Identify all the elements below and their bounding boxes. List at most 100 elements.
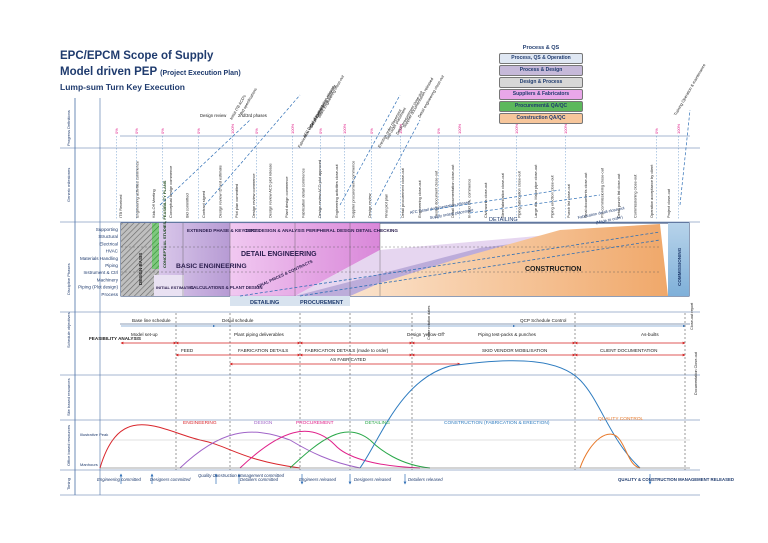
- detail-eng-area: [230, 223, 380, 296]
- phase-detail-eng: DETAIL ENGINEERING: [241, 251, 317, 258]
- phase-calc-plant: CALCULATIONS & PLANT DESIGN: [190, 285, 263, 290]
- schedule-baseline: Base line schedule: [132, 318, 171, 323]
- curve-quality: [579, 433, 641, 469]
- schedule-model-setup: Model set-up: [131, 332, 158, 337]
- milestone-label: Piping fabrication close-out: [516, 170, 521, 218]
- progress-pct: 100%: [563, 123, 568, 134]
- schedule-detail: Detail schedule: [222, 318, 254, 323]
- progress-pct: 100%: [398, 123, 403, 134]
- progress-pct: 0%: [369, 128, 374, 134]
- timing-7: Detailers released: [408, 477, 443, 482]
- curve-procurement: [239, 430, 421, 469]
- progress-pct: 100%: [676, 123, 681, 134]
- milestone-label: Plant design commence: [284, 176, 289, 218]
- milestone-label: Design document close-out: [433, 170, 438, 218]
- milestone-label: Commissioning close-out: [633, 174, 638, 218]
- milestone-label: Steel fabrication close-out: [500, 172, 505, 218]
- milestone-label: Design review ACD plot release: [267, 163, 272, 218]
- schedule-as-builts: As-builts: [641, 332, 659, 337]
- curve-design: [179, 431, 361, 469]
- phase-peripheral: PERIPHERAL DESIGN: [306, 228, 355, 233]
- phase-extended: EXTENDED PHASE & KEY DOC'S: [187, 228, 260, 233]
- schedule-skid: SKID VENDOR MOBILISATION: [482, 348, 547, 353]
- phase-basic: BASIC ENGINEERING: [176, 263, 247, 270]
- discipline-item: HVAC: [106, 249, 119, 254]
- milestone-label: Civil works close-out: [483, 182, 488, 218]
- progress-pct: 0%: [160, 128, 165, 134]
- schedule-crane: Crane rotation dates: [427, 305, 431, 340]
- progress-row: Design review 2nd/3rd phases 0%0%0%0%100…: [114, 113, 690, 220]
- progress-pct: 100%: [457, 123, 462, 134]
- phase-initial-estimates: INITIAL ESTIMATES: [156, 285, 194, 290]
- label-design: DESIGN: [254, 420, 273, 426]
- slanted-note: Basic Engineering close-out: [317, 73, 346, 118]
- guide-lines: [159, 94, 691, 214]
- milestone-label: Detail punch list close-out: [616, 173, 621, 218]
- milestone-label: Kick-Off Meeting: [151, 189, 156, 218]
- milestone-label: In-field Civ. commence: [467, 179, 472, 218]
- schedule-feed: FEED: [181, 348, 194, 353]
- milestone-label: Engineering activities close-out: [334, 163, 339, 218]
- phase-construction: CONSTRUCTION: [525, 266, 581, 273]
- milestone-label: Design review ACD plot approved: [317, 160, 322, 218]
- milestone-label: Detail procurement close-out: [400, 167, 405, 218]
- title-line2: Model driven PEP (Project Execution Plan…: [60, 66, 241, 78]
- legend: Process & QS Process, QS & Operation Pro…: [497, 44, 585, 125]
- milestone-label: Punch list close-out: [566, 183, 571, 218]
- title-line1: EPC/EPCM Scope of Supply: [60, 50, 214, 62]
- schedule-fab-mto: FABRICATION DETAILS (made to order): [305, 348, 389, 353]
- phase-design-basis: DESIGN BASIS: [138, 253, 143, 285]
- row-labels: Progress Definitions Generic milestones …: [66, 110, 108, 490]
- timing-8: QUALITY & CONSTRUCTION MANAGEMENT RELEAS…: [618, 477, 734, 482]
- milestone-label: Bid committed: [184, 193, 189, 218]
- milestone-label: Large dia. Major pipe close-out: [533, 164, 538, 218]
- legend-item: Process, QS & Operation: [499, 53, 583, 64]
- progress-pct: 0%: [114, 128, 119, 134]
- row-label-progress: Progress Definitions: [66, 110, 71, 146]
- commissioning-box: [668, 223, 689, 296]
- milestone-label: Final documents close-out: [583, 172, 588, 218]
- label-detailing: DETAILING: [365, 420, 390, 426]
- discipline-item: Piping (Plot design): [78, 285, 118, 290]
- discipline-item: Piping: [105, 263, 118, 268]
- progress-pct: 100%: [230, 123, 235, 134]
- progress-pct: 100%: [514, 123, 519, 134]
- schedule-feasibility: FEASIBILITY ANALYSIS: [89, 336, 141, 341]
- milestone-label: Conceptual design commence: [168, 166, 173, 218]
- phase-conceptual: CONCEPTUAL STUDIES, FEASIBILITY PLANS: [162, 180, 167, 268]
- legend-heading: Process & QS: [522, 45, 560, 51]
- milestone-label: Supplier procurement commence: [350, 161, 355, 218]
- schedule-design-yellow: Design 'yellow-Off': [407, 332, 445, 337]
- curve-construction: [359, 360, 641, 469]
- schedule-qcp: QCP Schedule Control: [520, 318, 566, 323]
- schedule-doc-closeout: Documentation Close-out: [694, 351, 698, 395]
- row-label-office: Office based resources: [66, 425, 71, 466]
- milestone-label: Design review ID and estimate: [218, 165, 223, 218]
- phase-detailing-band: DETAILING: [489, 217, 518, 223]
- resource-curves: ENGINEERING DESIGN PROCUREMENT DETAILING…: [99, 360, 690, 469]
- title-line2-sub: (Project Execution Plan): [160, 70, 241, 77]
- detailing-blue-bar: [230, 296, 300, 306]
- row-label-schedule: Schedule objectives: [66, 312, 71, 348]
- milestone-label: Project close-out: [666, 188, 671, 218]
- milestone-label: Pre-commissioning close-out: [599, 167, 604, 218]
- progress-pct: 0%: [654, 128, 659, 134]
- milestone-label: Design review: [367, 193, 372, 218]
- schedule-row: Base line schedule Detail schedule QCP S…: [89, 302, 698, 470]
- row-grid: [60, 98, 700, 496]
- timing-4: Detailers committed: [240, 477, 279, 482]
- timing-5: Engineers released: [299, 477, 337, 482]
- milestone-label: Fabrication detail commence: [301, 168, 306, 218]
- phase-procurement: PROCUREMENT: [300, 300, 344, 306]
- timing-1: Engineering committed: [97, 477, 142, 482]
- legend-item: Design & Process: [499, 77, 583, 88]
- discipline-item: Electrical: [99, 241, 118, 246]
- construction-area: [350, 224, 668, 296]
- timing-2: Designers committed: [150, 477, 191, 482]
- curve-detailing: [289, 431, 431, 469]
- manhours-label: Manhours: [80, 462, 98, 467]
- milestone-label: ITB Received: [118, 195, 123, 218]
- milestone-label: Piping erection close-out: [550, 174, 555, 218]
